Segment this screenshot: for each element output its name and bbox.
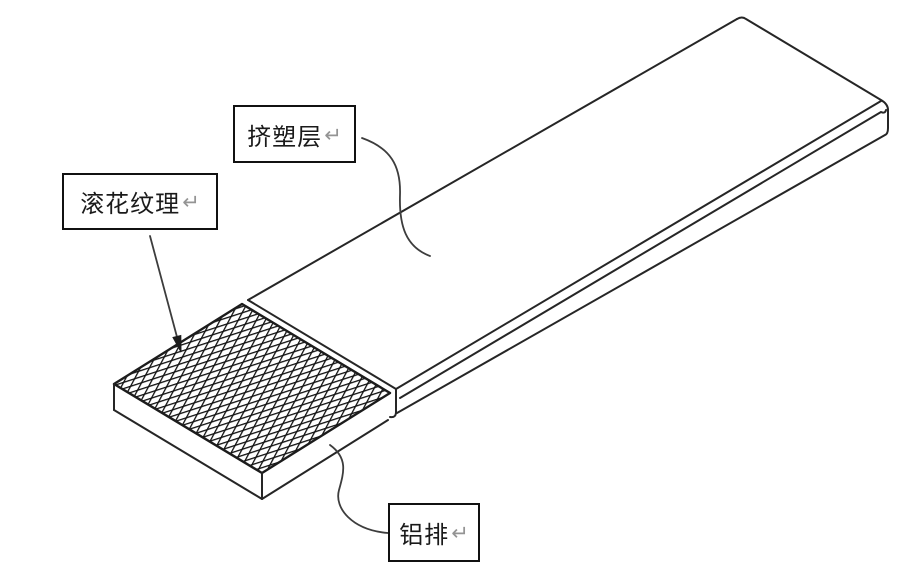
leader-extruded-layer	[361, 137, 431, 257]
leader-aluminum-bar	[329, 444, 389, 534]
return-mark-icon: ↵	[451, 522, 469, 545]
label-aluminum-bar-text: 铝排	[399, 522, 450, 549]
slab-front-top-edge	[395, 100, 882, 390]
label-extruded-layer-text: 挤塑层	[247, 123, 323, 151]
slab-back-top-edge	[247, 18, 738, 301]
aluminum-front-bottom-edge	[261, 419, 389, 500]
extrusion-end-step-edge	[389, 388, 397, 419]
label-knurl-texture: 滚花纹理 ↵	[62, 173, 218, 230]
label-aluminum-bar: 铝排 ↵	[388, 503, 480, 562]
label-knurl-texture-text: 滚花纹理	[80, 191, 181, 218]
arrow-knurl-head	[172, 334, 182, 353]
aluminum-exposed-block	[112, 302, 392, 500]
aluminum-left-bottom-edge	[113, 409, 263, 500]
label-extruded-layer: 挤塑层 ↵	[233, 105, 356, 163]
slab-front-rounded-edge-line	[399, 109, 887, 399]
extrusion-end-face-top-line	[247, 299, 397, 390]
return-mark-icon: ↵	[324, 123, 342, 147]
return-mark-icon: ↵	[182, 191, 200, 214]
extruded-layer-body	[241, 16, 889, 419]
slab-right-end-outline	[396, 16, 889, 414]
arrow-knurl-line	[149, 235, 178, 338]
knurl-textured-face	[112, 302, 392, 475]
